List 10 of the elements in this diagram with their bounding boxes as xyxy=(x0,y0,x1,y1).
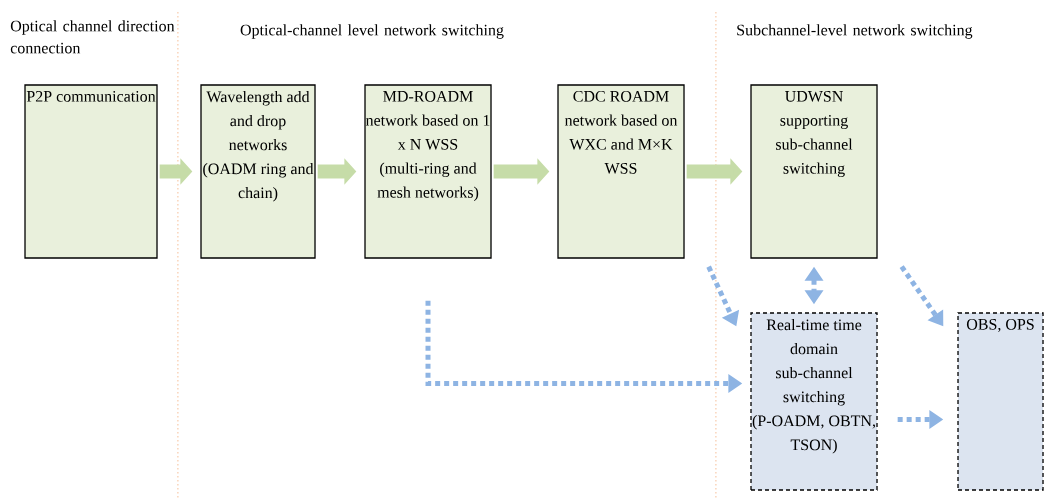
heading: Subchannel-level network switching xyxy=(737,24,973,39)
dashed-box: OBS, OPS xyxy=(957,312,1044,491)
process-box: Wavelength add and drop networks (OADM ring and chain) xyxy=(200,84,316,259)
process-box: MD-ROADM network based on 1 x N WSS (multi-ring and mesh networks) xyxy=(364,84,492,259)
dashed-box: Real-time time domain sub-channel switching (P-OADM, OBTN, TSON) xyxy=(750,312,878,491)
process-box: UDWSN supporting sub-channel switching xyxy=(750,84,878,259)
process-box: CDC ROADM network based on WXC and M×K WSS xyxy=(557,84,685,259)
process-box: P2P communication xyxy=(24,84,158,259)
heading: Optical-channel level network switching xyxy=(240,24,504,39)
heading: Optical channel direction connection xyxy=(10,20,175,54)
